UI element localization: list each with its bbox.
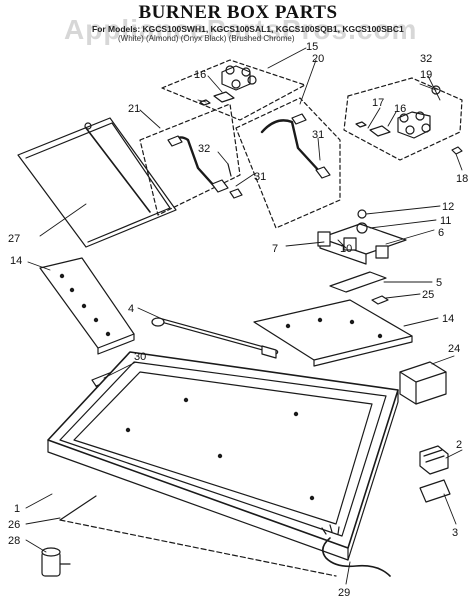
burner-head-right xyxy=(343,77,463,161)
callout-32: 32 xyxy=(420,53,432,65)
callout-2: 2 xyxy=(456,439,462,451)
leader-lines xyxy=(25,47,463,585)
callout-31-b: 31 xyxy=(254,171,266,183)
burner-head-left xyxy=(161,59,306,121)
callout-1: 1 xyxy=(14,503,20,515)
callout-7: 7 xyxy=(272,243,278,255)
cover-plate-left xyxy=(39,257,135,355)
callout-6: 6 xyxy=(438,227,444,239)
gas-tube-right xyxy=(235,97,341,229)
callout-16-right: 16 xyxy=(394,103,406,115)
callout-28: 28 xyxy=(8,535,20,547)
bottom-pan xyxy=(59,495,337,577)
callout-27: 27 xyxy=(8,233,20,245)
gas-manifold-pipe xyxy=(151,317,279,359)
watermark: AppliancePartsPros.com xyxy=(64,14,418,45)
callout-17: 17 xyxy=(372,97,384,109)
callout-24: 24 xyxy=(448,343,460,355)
valve-manifold xyxy=(317,209,407,305)
callout-15: 15 xyxy=(306,41,318,53)
diagram-title: BURNER BOX PARTS xyxy=(138,2,338,23)
callout-26: 26 xyxy=(8,519,20,531)
junction-box xyxy=(399,361,447,405)
callout-labels: 15 16 20 21 32 19 17 16 18 31 31 32 27 1… xyxy=(8,41,468,599)
callout-5: 5 xyxy=(436,277,442,289)
callout-4: 4 xyxy=(128,303,134,315)
callout-3: 3 xyxy=(452,527,458,539)
callout-12: 12 xyxy=(442,201,454,213)
power-cord xyxy=(321,524,391,577)
callout-30: 30 xyxy=(134,351,146,363)
callout-32-b: 32 xyxy=(198,143,210,155)
callout-31: 31 xyxy=(312,129,324,141)
terminal-block xyxy=(419,445,451,503)
cover-plate-right xyxy=(253,299,413,367)
callout-29: 29 xyxy=(338,587,350,599)
color-list: (White) (Almond) (Onyx Black) (Brushed C… xyxy=(118,34,295,43)
pressure-regulator xyxy=(41,547,71,577)
callout-21: 21 xyxy=(128,103,140,115)
callout-14: 14 xyxy=(10,255,22,267)
callout-11: 11 xyxy=(440,215,451,227)
callout-16: 16 xyxy=(194,69,206,81)
gas-tube-left xyxy=(139,103,243,216)
model-list: For Models: KGCS100SWH1, KGCS100SAL1, KG… xyxy=(92,24,404,34)
burner-box xyxy=(47,351,399,561)
callout-25: 25 xyxy=(422,289,434,301)
callout-14-right: 14 xyxy=(442,313,454,325)
callout-19: 19 xyxy=(420,69,432,81)
callout-20: 20 xyxy=(312,53,324,65)
callout-10: 10 xyxy=(340,243,352,255)
callout-18: 18 xyxy=(456,173,468,185)
grate-bracket xyxy=(17,117,177,248)
